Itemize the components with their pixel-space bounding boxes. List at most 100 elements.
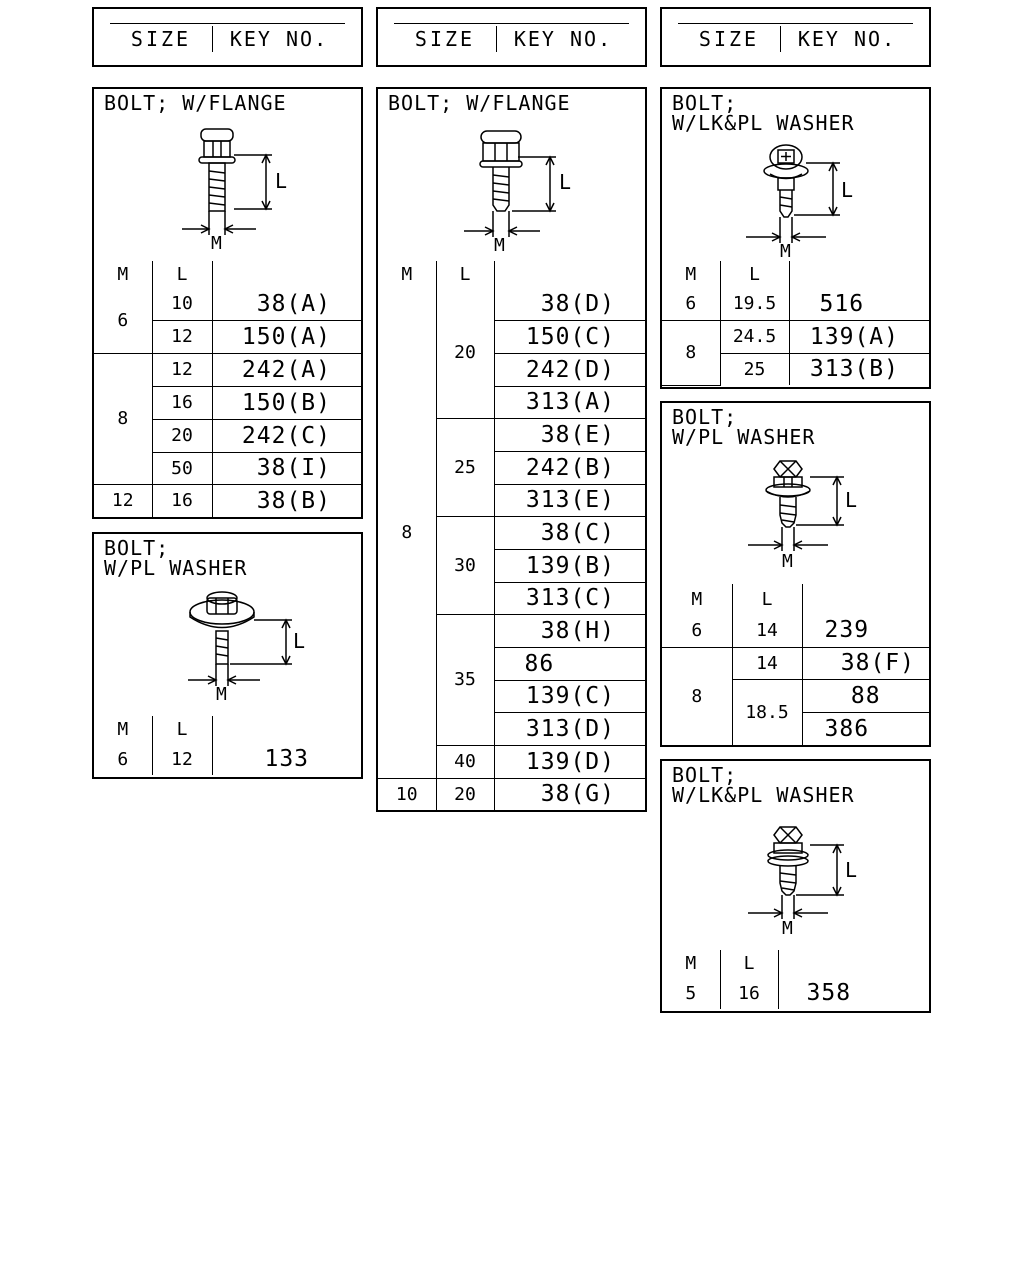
l-value: 20 <box>435 777 495 810</box>
l-value: 40 <box>436 744 495 779</box>
panel-title: BOLT; W/PL WASHER <box>104 536 248 580</box>
lk-pl-washer-bolt-icon: L M <box>746 144 853 262</box>
header-size-key-col3: SIZE KEY NO. <box>660 7 931 67</box>
header-size-key-col2: SIZE KEY NO. <box>376 7 647 67</box>
key-number: 139(A) <box>788 319 929 354</box>
key-number: 133 <box>211 743 361 775</box>
col-header-m: M <box>378 261 437 288</box>
svg-text:L: L <box>845 858 857 882</box>
key-number: 313(E) <box>494 483 645 517</box>
key-number: 242(D) <box>494 352 645 387</box>
col-header-l: L <box>719 950 779 977</box>
l-value: 20 <box>152 418 213 453</box>
m-value: 8 <box>94 352 153 485</box>
l-value: 30 <box>436 515 495 615</box>
svg-text:L: L <box>845 488 857 512</box>
l-value: 16 <box>719 977 779 1009</box>
svg-text:M: M <box>782 918 793 939</box>
flange-bolt-icon: L M <box>464 130 571 255</box>
m-value: 10 <box>378 777 437 810</box>
m-value: 8 <box>662 646 733 746</box>
col-header-l: L <box>151 716 213 743</box>
key-number: 38(D) <box>493 288 645 321</box>
svg-text:L: L <box>275 169 287 193</box>
key-number: 38(G) <box>493 777 645 810</box>
l-value: 35 <box>436 613 495 746</box>
svg-text:L: L <box>841 178 853 202</box>
col-header-m: M <box>662 584 733 614</box>
key-number: 313(A) <box>494 385 645 419</box>
lk-pl-washer-bolt-icon: L M <box>748 826 857 939</box>
l-value: 16 <box>152 385 213 420</box>
size-label: SIZE <box>130 27 192 51</box>
panel-title: BOLT; W/LK&PL WASHER <box>672 91 855 135</box>
svg-text:M: M <box>782 551 793 572</box>
key-number: 38(I) <box>211 451 361 485</box>
col-header-l: L <box>719 261 790 288</box>
key-number: 38(C) <box>493 515 645 550</box>
l-value: 12 <box>151 743 213 775</box>
col-header-m: M <box>662 261 721 288</box>
l-value: 10 <box>151 288 213 321</box>
m-value: 6 <box>94 743 153 775</box>
key-number: 38(A) <box>211 288 361 321</box>
m-value: 6 <box>662 614 733 648</box>
pl-washer-bolt-icon: L M <box>748 460 857 572</box>
l-value: 18.5 <box>732 678 803 746</box>
col-header-l: L <box>731 584 803 614</box>
key-number: 150(A) <box>211 319 361 354</box>
panel-title: BOLT; W/PL WASHER <box>672 405 816 449</box>
svg-text:M: M <box>211 233 222 253</box>
m-value: 8 <box>378 288 437 779</box>
key-number: 516 <box>788 288 929 321</box>
key-number: 139(B) <box>494 548 645 583</box>
key-number: 38(F) <box>801 646 929 680</box>
svg-text:M: M <box>216 684 227 705</box>
key-number: 139(D) <box>493 744 645 779</box>
panel-title: BOLT; W/FLANGE <box>388 91 571 115</box>
key-number: 313(D) <box>494 711 645 746</box>
m-value: 6 <box>662 288 721 321</box>
key-number: 38(E) <box>493 417 645 452</box>
l-value: 50 <box>152 451 213 485</box>
key-number: 150(C) <box>494 319 645 354</box>
col-header-l: L <box>435 261 495 288</box>
key-number: 150(B) <box>211 385 361 420</box>
key-number: 358 <box>777 977 929 1009</box>
size-label: SIZE <box>698 27 760 51</box>
key-number: 139(C) <box>494 679 645 713</box>
svg-text:M: M <box>494 235 505 255</box>
flange-bolt-icon: L M <box>182 128 287 253</box>
l-value: 20 <box>435 288 495 419</box>
key-no-label: KEY NO. <box>797 27 897 51</box>
key-no-label: KEY NO. <box>513 27 613 51</box>
l-value: 25 <box>436 417 495 517</box>
key-number: 386 <box>802 711 929 745</box>
size-label: SIZE <box>414 27 476 51</box>
panel-title: BOLT; W/FLANGE <box>104 91 287 115</box>
key-no-label: KEY NO. <box>229 27 329 51</box>
key-number: 239 <box>801 614 929 648</box>
key-number: 242(B) <box>494 450 645 485</box>
svg-text:M: M <box>780 241 791 262</box>
panel-title: BOLT; W/LK&PL WASHER <box>672 763 855 807</box>
col-header-m: M <box>94 716 153 743</box>
key-number: 242(C) <box>211 418 361 453</box>
l-value: 16 <box>151 483 213 517</box>
key-number: 88 <box>801 678 929 713</box>
svg-text:L: L <box>293 629 305 653</box>
svg-text:L: L <box>559 170 571 194</box>
col-header-m: M <box>94 261 153 288</box>
header-size-key-col1: SIZE KEY NO. <box>92 7 363 67</box>
